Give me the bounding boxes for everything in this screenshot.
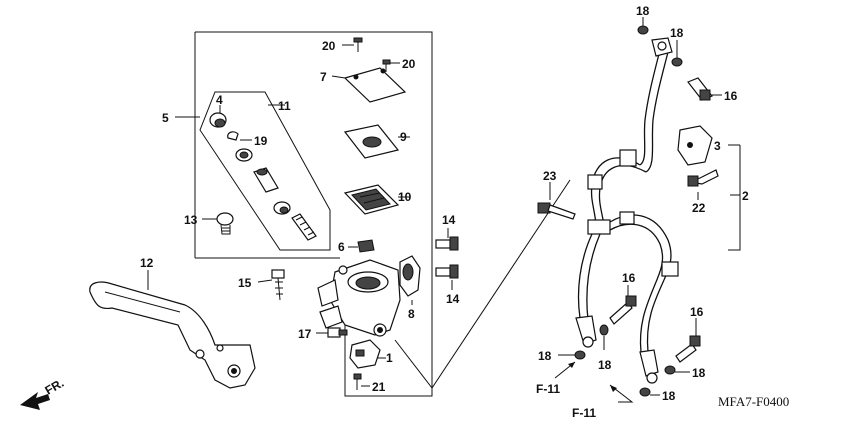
diaphragm <box>343 184 400 215</box>
washer-18-a <box>637 25 649 35</box>
callout-18f: 18 <box>692 366 706 380</box>
front-label: FR. <box>43 376 67 398</box>
callout-3: 3 <box>714 139 721 153</box>
callout-23: 23 <box>543 169 557 183</box>
leader-body-hose <box>394 339 433 389</box>
callout-1: 1 <box>386 351 393 365</box>
pivot-bolt-15 <box>271 269 285 301</box>
callout-11: 11 <box>278 99 291 113</box>
bracket-2-frame <box>728 145 741 251</box>
callout-13: 13 <box>184 213 198 227</box>
bolt-14-upper <box>435 236 459 251</box>
washer-18-d <box>599 324 609 336</box>
callout-5: 5 <box>162 111 169 125</box>
ref-f11-left: F-11 <box>536 382 560 396</box>
hose-bracket-3 <box>677 125 713 166</box>
callout-14b: 14 <box>446 292 460 306</box>
leader-15 <box>257 279 273 283</box>
callout-4: 4 <box>216 93 223 107</box>
callout-18a: 18 <box>636 4 650 18</box>
callout-6: 6 <box>338 240 345 254</box>
washer-18-e <box>639 387 651 397</box>
callout-18c: 18 <box>538 349 552 363</box>
washer-18-c <box>574 350 586 360</box>
group-frame <box>195 31 433 397</box>
callout-16c: 16 <box>690 305 704 319</box>
bolt-16-mid <box>609 295 637 325</box>
piston-cup <box>273 201 291 215</box>
holder-8 <box>399 255 421 297</box>
callout-12: 12 <box>140 256 154 270</box>
callout-18e: 18 <box>662 389 676 403</box>
callout-20a: 20 <box>322 39 336 53</box>
return-spring <box>291 213 317 241</box>
leader-hose-link <box>431 179 571 389</box>
leader-7 <box>331 75 346 79</box>
callout-9: 9 <box>400 130 407 144</box>
circlip-19 <box>227 131 239 141</box>
callout-19: 19 <box>254 134 268 148</box>
ref-f11-right: F-11 <box>572 406 596 420</box>
bolt-23 <box>537 202 576 220</box>
callout-16a: 16 <box>724 89 738 103</box>
upper-brake-hose <box>587 37 673 226</box>
bolt-14-lower <box>435 264 459 279</box>
brake-switch <box>349 339 381 369</box>
f11-arrow-left <box>554 361 576 379</box>
callout-16b: 16 <box>622 271 636 285</box>
callout-20b: 20 <box>402 57 416 71</box>
brake-lever <box>89 281 256 389</box>
bolt-16-top <box>687 77 713 101</box>
washer <box>235 148 253 162</box>
callout-7: 7 <box>320 70 327 84</box>
callout-15: 15 <box>238 276 252 290</box>
diagram-code: MFA7-F0400 <box>718 394 789 409</box>
callout-17: 17 <box>298 327 312 341</box>
callout-21: 21 <box>372 380 386 394</box>
callout-8: 8 <box>408 307 415 321</box>
piston-kit-frame <box>199 91 331 251</box>
piston <box>253 167 279 193</box>
screw-20-top <box>353 37 363 52</box>
reservoir-cap <box>343 67 407 103</box>
master-cylinder-body <box>317 259 401 337</box>
clip-6 <box>357 239 375 253</box>
boot-4 <box>209 112 227 128</box>
callout-18b: 18 <box>670 26 684 40</box>
bolt-16-right <box>675 335 701 363</box>
screw-21 <box>353 373 362 390</box>
cap-13 <box>216 212 234 235</box>
front-arrow-icon <box>20 392 50 410</box>
callout-14a: 14 <box>442 213 456 227</box>
lower-left-hose <box>575 233 601 348</box>
bolt-17 <box>327 327 348 338</box>
callout-2: 2 <box>742 189 749 203</box>
bolt-22 <box>687 169 719 187</box>
callout-18d: 18 <box>598 358 612 372</box>
diaphragm-plate <box>343 124 400 159</box>
callout-10: 10 <box>398 190 412 204</box>
lower-right-hose <box>639 261 679 384</box>
callout-22: 22 <box>692 201 706 215</box>
f11-arrow-right <box>609 384 634 403</box>
washer-18-f <box>664 365 676 375</box>
washer-18-b <box>671 57 683 67</box>
screw-20-right <box>382 59 391 72</box>
